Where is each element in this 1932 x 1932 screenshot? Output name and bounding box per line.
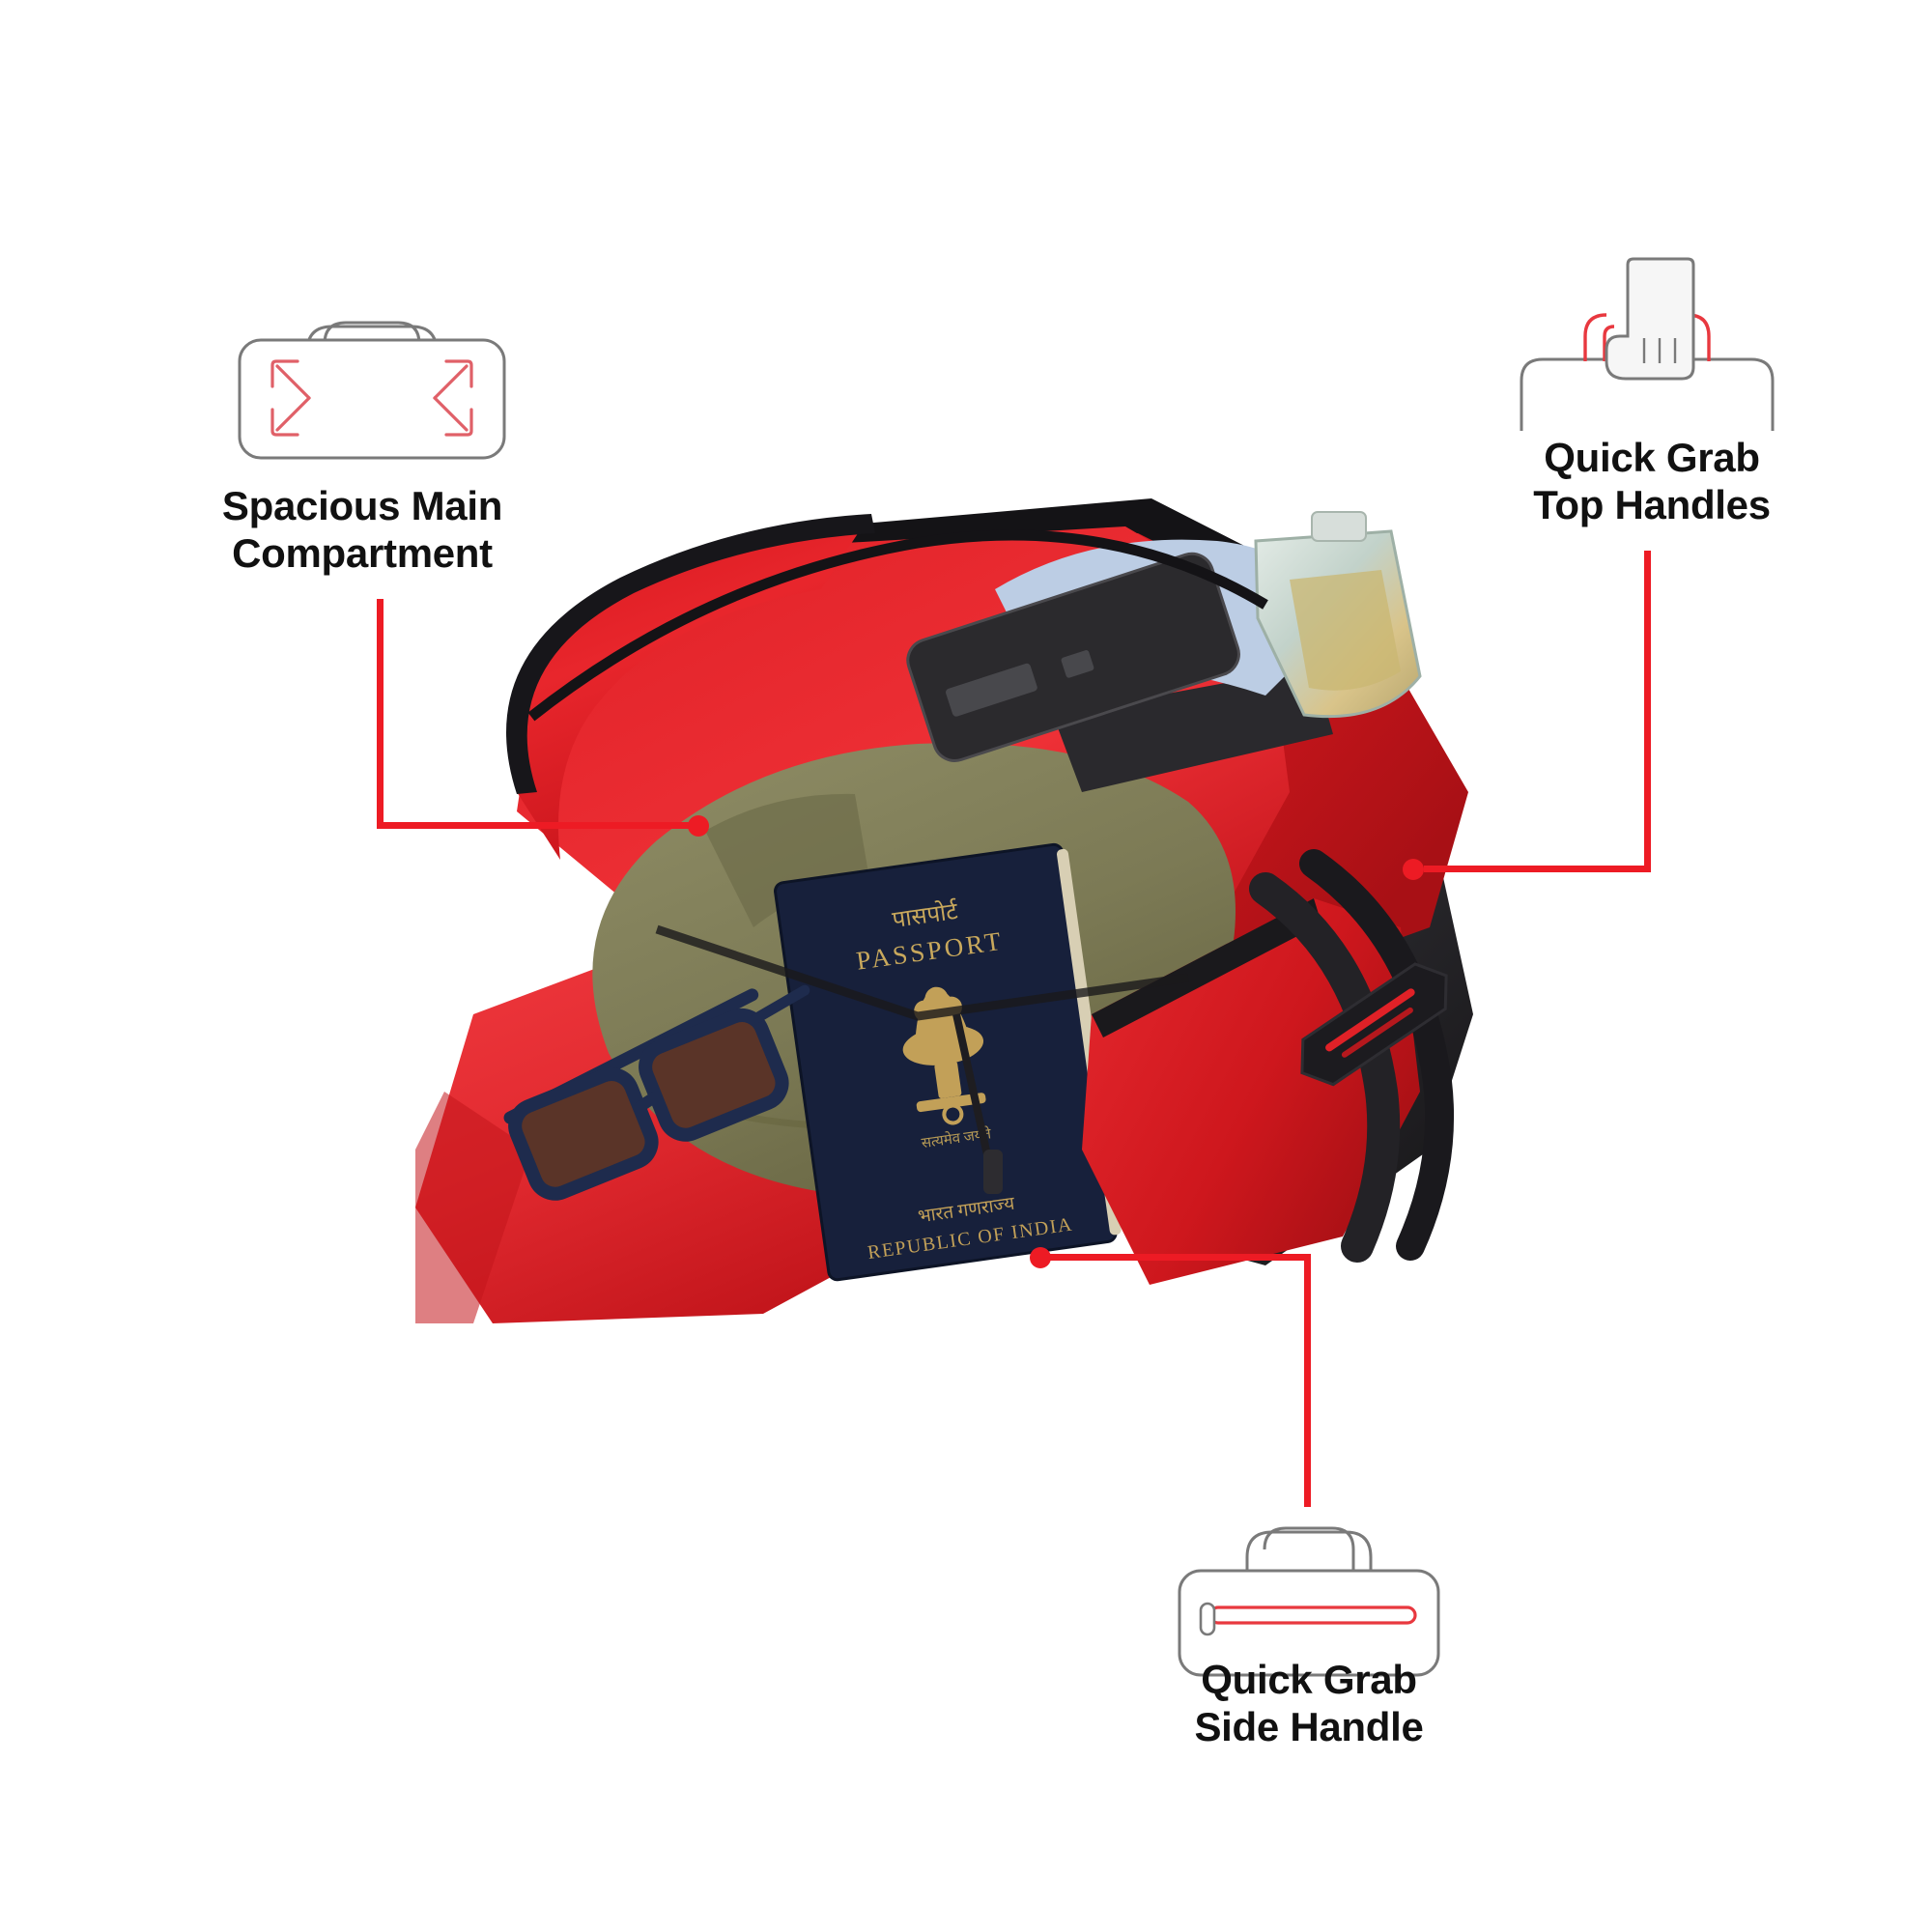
callout-quick-grab-top-handles: [1502, 242, 1792, 440]
hand-grabbing-top-handles-icon: [1520, 257, 1775, 431]
connector-vertical: [1644, 551, 1651, 869]
carry-handle-strap-1: [1249, 872, 1401, 1263]
connector-horizontal: [1049, 1254, 1311, 1261]
power-bank: [906, 552, 1240, 762]
connector-vertical: [377, 599, 384, 829]
connector-endpoint-dot: [688, 815, 709, 837]
arrow-top-right: [433, 359, 473, 400]
handle-left-inner: [1603, 325, 1615, 361]
main-zipper: [527, 529, 1268, 722]
arrow-bottom-left: [270, 396, 311, 437]
bag-top-trim: [797, 498, 1364, 639]
connector-vertical: [1304, 1254, 1311, 1507]
callout-label-quick-grab-side-handle: Quick Grab Side Handle: [1194, 1657, 1424, 1749]
duffel-bag-illustration: पासपोर्ट PASSPORT सत्यमेव जयते भारत गणरा…: [415, 498, 1473, 1323]
product-photo-open-red-black-duffel-bag: पासपोर्ट PASSPORT सत्यमेव जयते भारत गणरा…: [415, 473, 1497, 1401]
callout-quick-grab-side-handle: [1164, 1507, 1454, 1686]
sweater-collar: [705, 793, 869, 927]
handle-left: [1583, 313, 1607, 361]
arrow-bottom-right: [433, 396, 473, 437]
side-handle-grip: [1199, 1602, 1216, 1636]
arrow-top-left: [270, 359, 311, 400]
brand-logo-patch: [1300, 962, 1448, 1087]
sunglasses: [503, 984, 810, 1201]
connector-endpoint-dot: [1403, 859, 1424, 880]
callout-spacious-main-compartment: [222, 280, 522, 469]
indian-passport: पासपोर्ट PASSPORT सत्यमेव जयते भारत गणरा…: [774, 842, 1122, 1282]
zipper-pull: [983, 1150, 1003, 1194]
carry-handle-strap-2: [1299, 849, 1455, 1261]
callout-label-quick-grab-top-handles: Quick Grab Top Handles: [1533, 435, 1771, 527]
lining-seam: [655, 924, 1189, 1021]
floor-shadow: [415, 1092, 531, 1323]
connector-endpoint-dot: [1030, 1247, 1051, 1268]
connector-horizontal: [377, 822, 698, 829]
finger-lines: [1642, 338, 1677, 363]
side-panel-zip: [1092, 898, 1321, 1037]
hand-shape: [1605, 257, 1695, 381]
callout-label-spacious-main-compartment: Spacious Main Compartment: [221, 483, 503, 576]
connector-horizontal: [1424, 866, 1651, 872]
interior-divider-black: [1053, 667, 1333, 792]
perfume-bottle: [1254, 511, 1422, 719]
bag-side-handle-icon: [1178, 1526, 1440, 1677]
bag-expand-arrows-icon: [238, 321, 506, 460]
